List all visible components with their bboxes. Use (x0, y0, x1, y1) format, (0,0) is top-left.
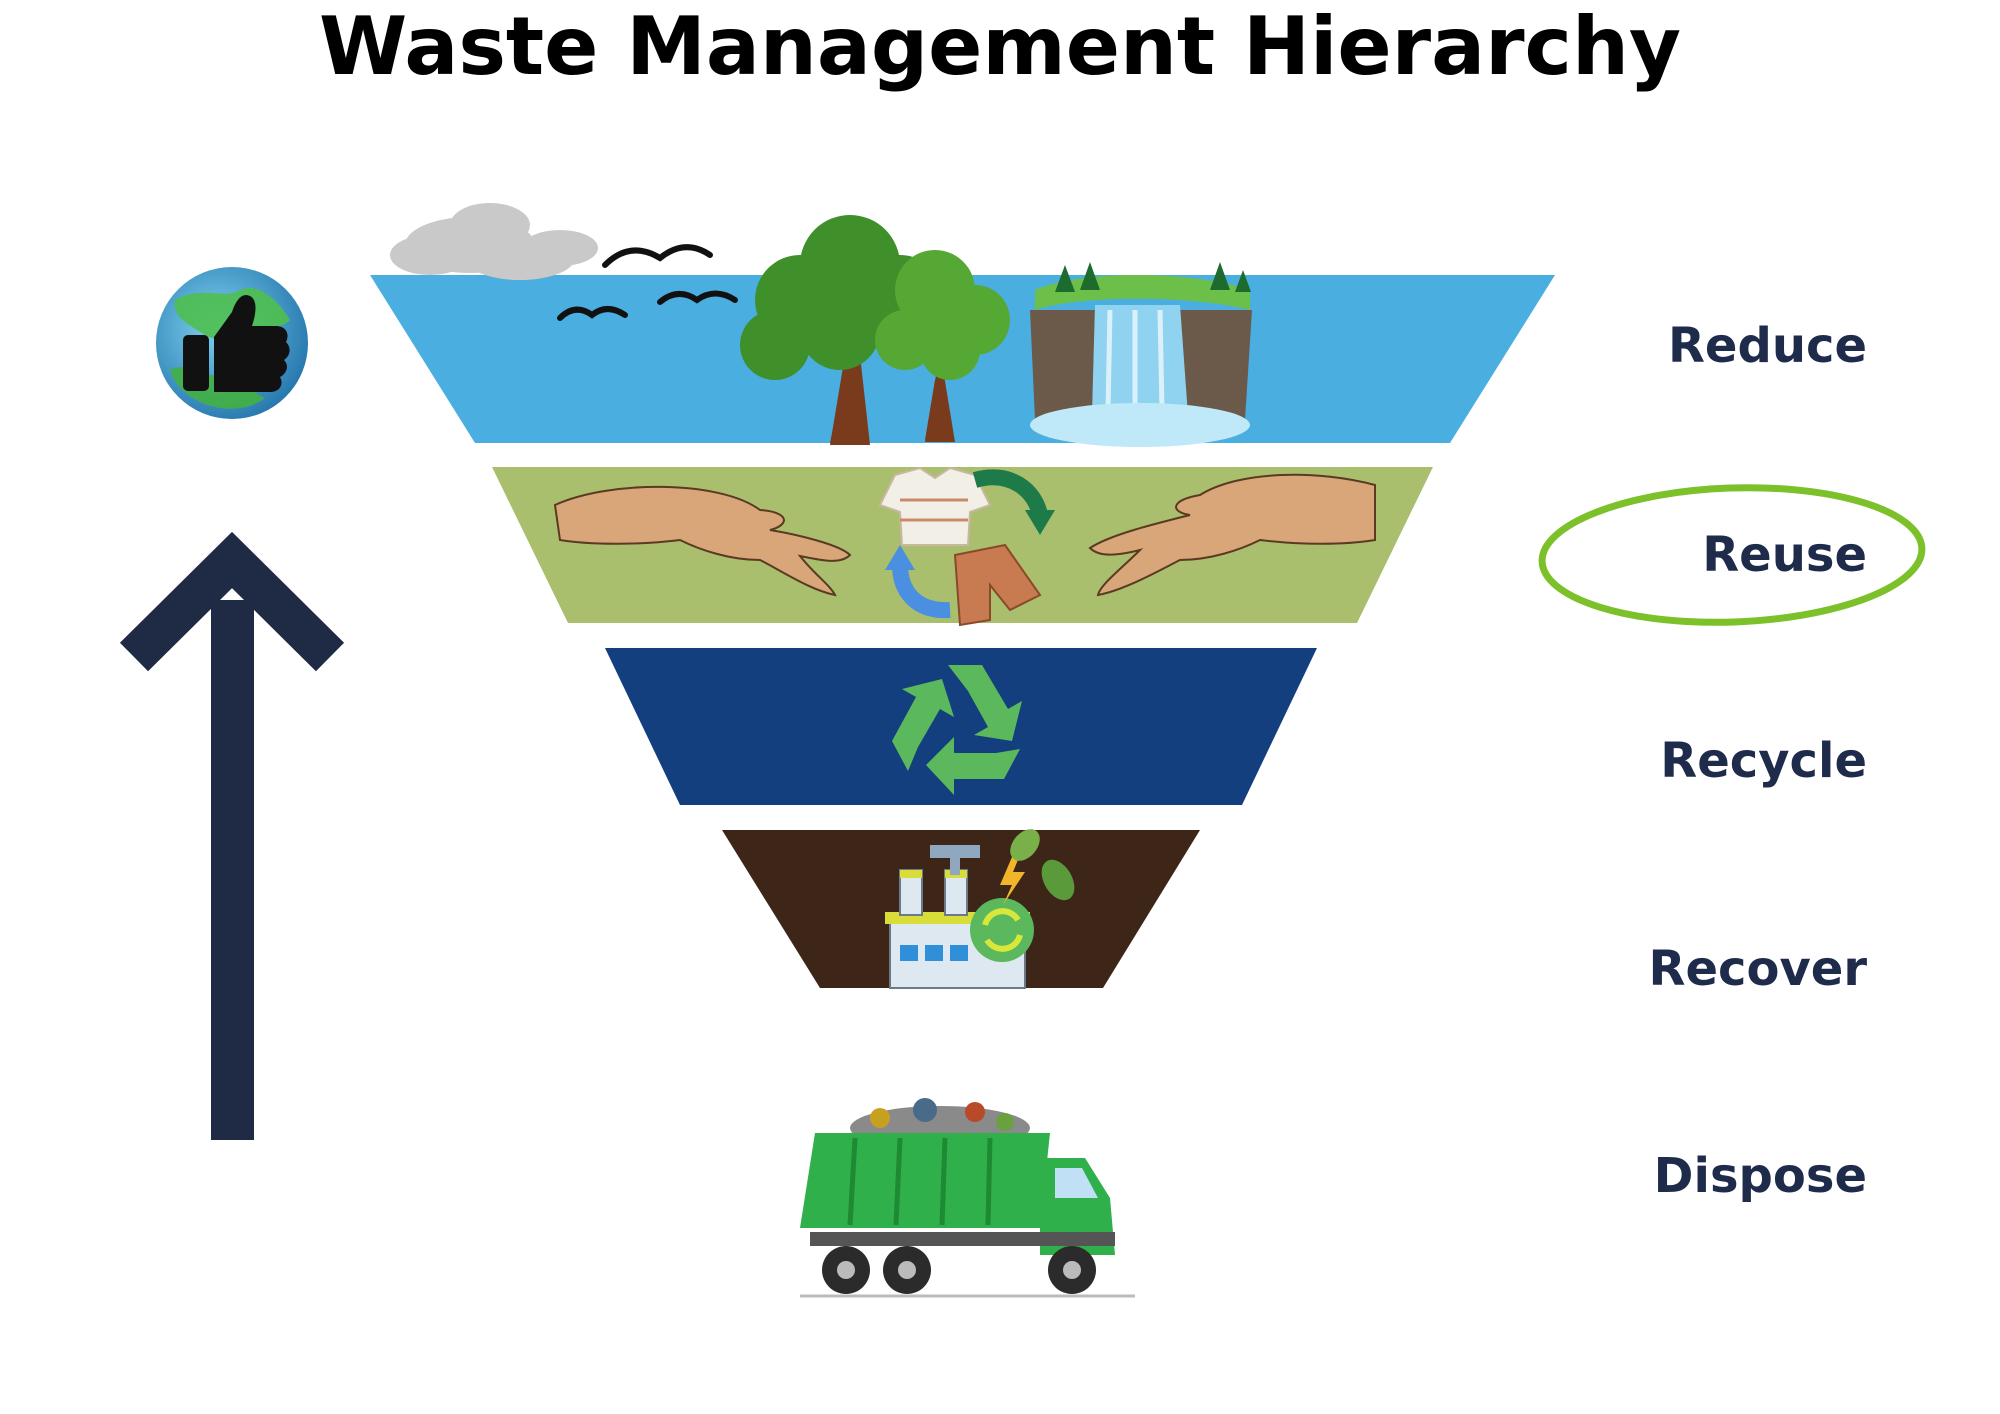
level-recover (722, 829, 1200, 989)
page-title: Waste Management Hierarchy (318, 0, 1682, 93)
level-reuse (492, 466, 1433, 627)
level-reduce (370, 203, 1555, 447)
label-reuse: Reuse (1702, 527, 1867, 583)
level-recycle (605, 648, 1317, 805)
label-recycle: Recycle (1660, 733, 1867, 789)
reuse-highlight-ellipse (1538, 484, 1926, 626)
priority-arrow (119, 531, 345, 1140)
earth-thumbs-up-icon (156, 267, 308, 419)
label-recover: Recover (1649, 941, 1868, 997)
recycle-icon (892, 665, 1022, 795)
level-dispose (800, 1098, 1135, 1298)
factory-energy-icon (885, 829, 1075, 989)
nature-scene-icon (390, 203, 1252, 447)
garbage-truck-icon (800, 1098, 1135, 1298)
label-reduce: Reduce (1668, 318, 1867, 374)
label-dispose: Dispose (1654, 1148, 1867, 1204)
hands-exchange-icon (553, 466, 1376, 627)
